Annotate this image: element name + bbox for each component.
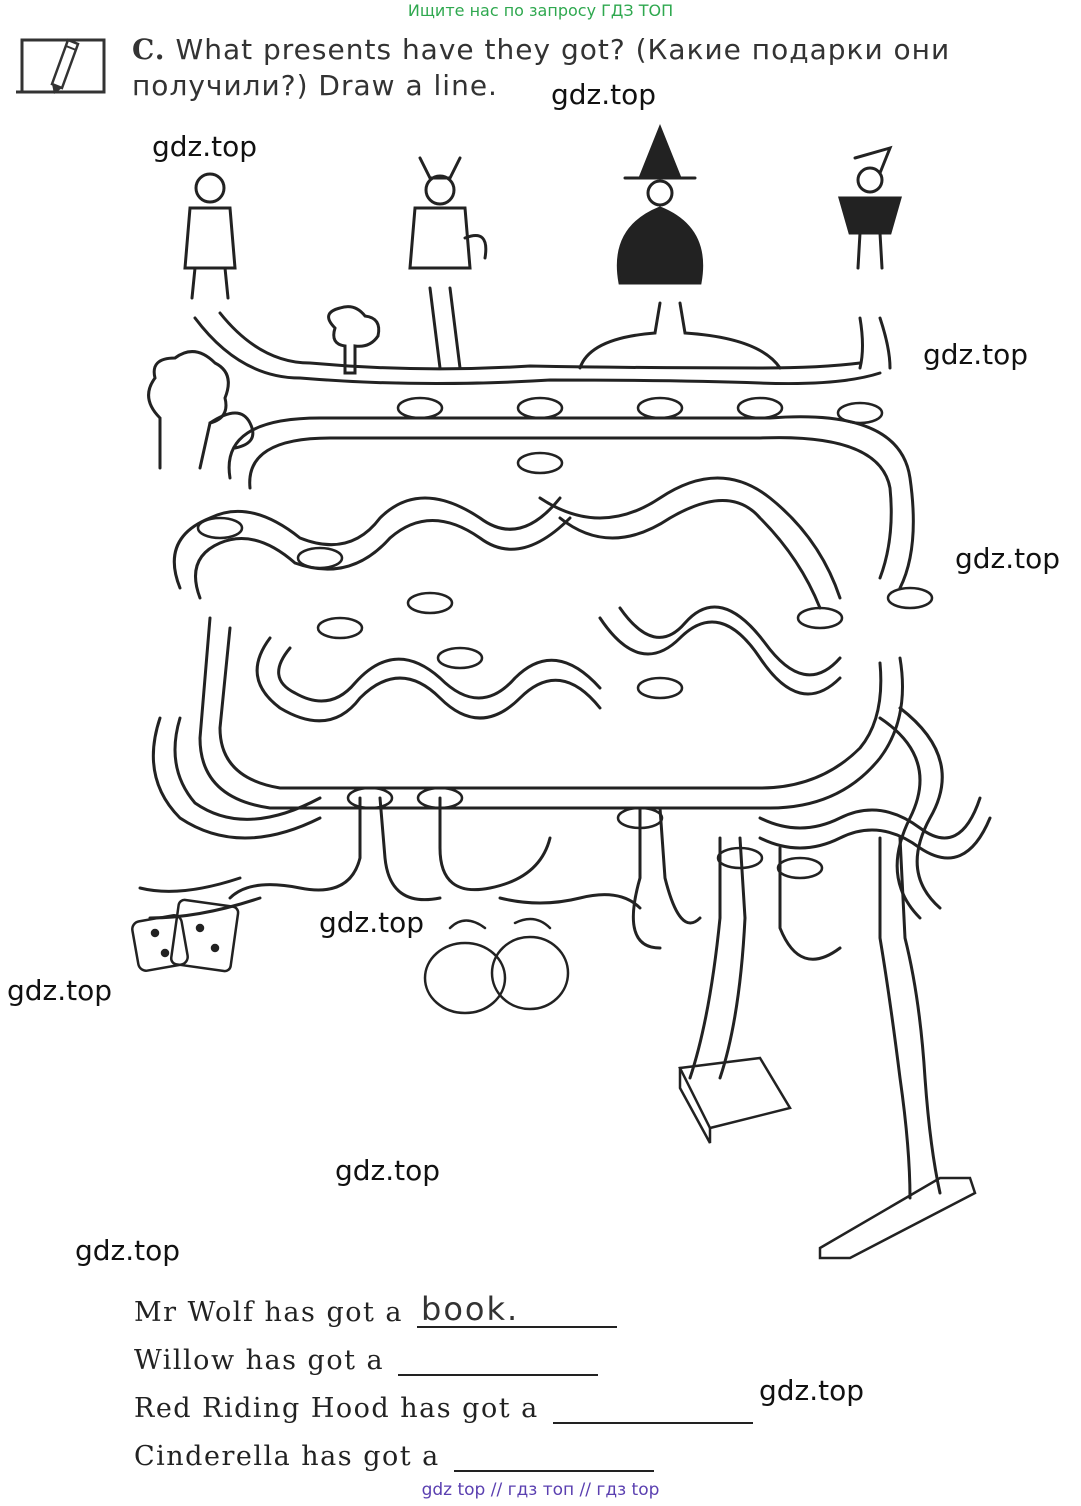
present-scarf	[818, 1176, 977, 1260]
tree-left	[147, 350, 255, 470]
task-instruction-text: What presents have they got? (Какие пода…	[132, 33, 951, 102]
watermark: gdz.top	[333, 1154, 443, 1187]
answer-blank[interactable]	[552, 1388, 753, 1424]
witch-figure	[616, 123, 704, 285]
task-letter: C.	[132, 33, 166, 66]
task-instruction: C.What presents have they got? (Какие по…	[132, 32, 1052, 104]
pencil-write-icon	[16, 34, 108, 96]
answer-blank[interactable]: book.	[417, 1290, 618, 1328]
present-slippers	[423, 917, 570, 1015]
watermark: gdz.top	[757, 1374, 867, 1407]
watermark: gdz.top	[921, 338, 1031, 371]
sentence-text: Mr Wolf has got a	[134, 1297, 404, 1328]
watermark: gdz.top	[953, 542, 1063, 575]
present-book	[678, 1056, 792, 1144]
sentence-willow: Willow has got a	[134, 1328, 834, 1376]
footer-banner[interactable]: gdz top // гдз топ // гдз top	[421, 1480, 660, 1500]
watermark: gdz.top	[317, 906, 427, 939]
mr-wolf-figure	[183, 172, 237, 300]
willow-figure	[408, 156, 488, 270]
answer-sentences: Mr Wolf has got a book. Willow has got a…	[134, 1280, 834, 1472]
sentence-cinderella: Cinderella has got a	[134, 1424, 834, 1472]
sentence-text: Willow has got a	[134, 1345, 385, 1376]
sentence-mr-wolf: Mr Wolf has got a book.	[134, 1280, 834, 1328]
cinderella-figure	[838, 145, 902, 270]
answer-blank[interactable]	[398, 1340, 599, 1376]
answer-blank[interactable]	[453, 1436, 654, 1472]
watermark: gdz.top	[5, 974, 115, 1007]
watermark: gdz.top	[73, 1234, 183, 1267]
watermark: gdz.top	[549, 78, 659, 111]
present-dice	[131, 898, 240, 973]
top-banner[interactable]: Ищите нас по запросу ГДЗ ТОП	[407, 1, 674, 20]
sentence-text: Cinderella has got a	[134, 1441, 440, 1472]
sentence-text: Red Riding Hood has got a	[134, 1393, 539, 1424]
maze-illustration	[120, 118, 1020, 1268]
answer-text: book.	[421, 1290, 520, 1328]
sentence-red-riding-hood: Red Riding Hood has got a	[134, 1376, 834, 1424]
watermark: gdz.top	[150, 130, 260, 163]
